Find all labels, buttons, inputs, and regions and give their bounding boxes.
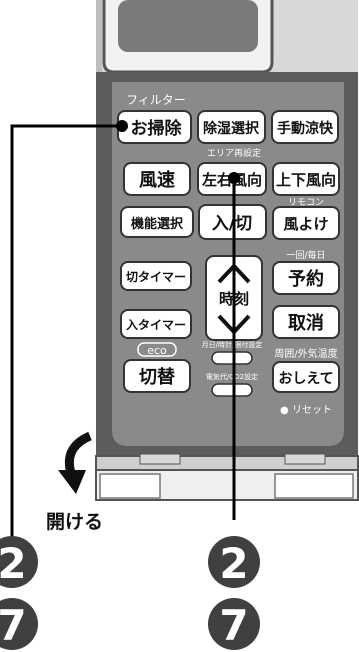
leader-line-left xyxy=(10,124,122,538)
switch-label: 切替 xyxy=(139,366,176,388)
reserve-label: 予約 xyxy=(288,268,324,290)
remote-caption: リモコン xyxy=(288,198,324,208)
step-badge-left-2: 7 xyxy=(0,598,38,650)
remote-top-body xyxy=(96,0,358,74)
cancel-label: 取消 xyxy=(288,312,324,334)
ud-airflow-button[interactable]: 上下風向 xyxy=(272,162,340,196)
off-timer-button[interactable]: 切タイマー xyxy=(120,261,192,291)
dehumid-select-label: 除湿選択 xyxy=(203,120,260,137)
date-setting-button[interactable] xyxy=(211,351,253,365)
filter-caption: フィルター xyxy=(126,93,186,107)
manual-cool-label: 手動涼快 xyxy=(277,120,334,137)
fan-speed-button[interactable]: 風速 xyxy=(123,162,191,196)
eco-badge: eco xyxy=(137,342,177,357)
teach-label: おしえて xyxy=(278,371,333,387)
switch-button[interactable]: 切替 xyxy=(123,359,191,393)
leader-dot-left xyxy=(116,120,128,132)
date-setting-caption: 月日/時計/据付設定 xyxy=(202,340,263,349)
ambient-temp-caption: 周囲/外気温度 xyxy=(274,347,337,360)
reserve-button[interactable]: 予約 xyxy=(272,261,340,295)
cleaning-button[interactable]: お掃除 xyxy=(117,110,192,144)
off-timer-label: 切タイマー xyxy=(126,270,186,284)
remote-bottom-hinge xyxy=(95,453,359,501)
dehumid-select-button[interactable]: 除湿選択 xyxy=(197,110,266,144)
cleaning-button-label: お掃除 xyxy=(131,118,183,139)
electricity-co2-button[interactable] xyxy=(211,383,253,397)
step-badge-left-1: 2 xyxy=(0,536,38,588)
on-timer-button[interactable]: 入タイマー xyxy=(120,309,192,339)
svg-text:2: 2 xyxy=(219,539,248,588)
open-label: 開ける xyxy=(46,511,103,533)
svg-text:2: 2 xyxy=(0,539,27,588)
svg-text:7: 7 xyxy=(0,601,27,650)
wind-avoid-label: 風よけ xyxy=(283,215,328,233)
wind-avoid-button[interactable]: 風よけ xyxy=(272,206,340,240)
eco-label: eco xyxy=(147,344,167,357)
area-reset-caption: エリア再設定 xyxy=(207,147,261,159)
fan-speed-label: 風速 xyxy=(139,169,175,191)
electricity-co2-caption: 電気代/CO2設定 xyxy=(206,372,258,381)
on-timer-label: 入タイマー xyxy=(126,318,186,332)
step-badge-right-2: 7 xyxy=(208,598,260,650)
manual-cool-button[interactable]: 手動涼快 xyxy=(271,110,339,144)
once-daily-caption: 一回/毎日 xyxy=(286,249,325,261)
step-badge-right-1: 2 xyxy=(208,536,260,588)
on-off-label: 入/切 xyxy=(212,214,252,234)
reset-caption: ● リセット xyxy=(280,404,332,416)
teach-button[interactable]: おしえて xyxy=(272,361,340,393)
cancel-button[interactable]: 取消 xyxy=(272,305,340,339)
function-select-label: 機能選択 xyxy=(131,216,184,232)
leader-dot-right xyxy=(228,172,240,184)
function-select-button[interactable]: 機能選択 xyxy=(120,206,194,238)
open-arrow-icon xyxy=(58,431,92,494)
ud-airflow-label: 上下風向 xyxy=(276,171,336,189)
svg-text:7: 7 xyxy=(219,601,248,650)
